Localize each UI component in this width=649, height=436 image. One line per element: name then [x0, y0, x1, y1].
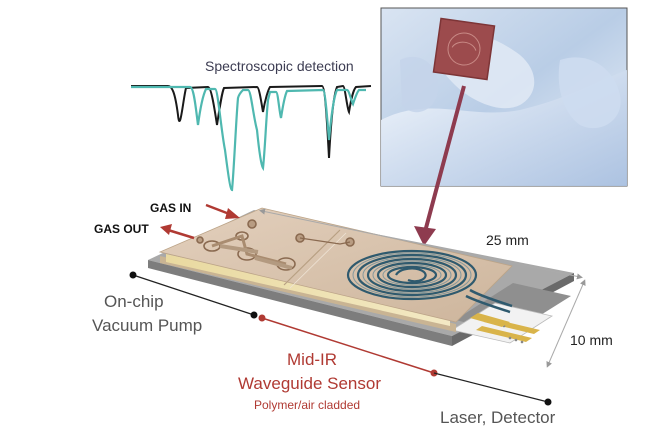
width-label: 10 mm — [570, 332, 613, 348]
chip-photo — [380, 7, 628, 187]
width-dimension-line — [546, 279, 586, 368]
spectrum-trace-model — [131, 85, 366, 192]
spectrum-plot — [131, 84, 372, 192]
length-label: 25 mm — [486, 232, 529, 248]
chip-square — [432, 17, 496, 81]
sensor-label-line2: Waveguide Sensor — [238, 374, 382, 393]
cladding-label: Polymer/air cladded — [254, 398, 361, 412]
laser-detector-label: Laser, Detector — [440, 408, 556, 427]
gas-out-arrow — [167, 228, 195, 240]
spectroscopic-label: Spectroscopic detection — [205, 58, 354, 74]
chip-assembly — [148, 207, 574, 346]
gas-out-label: GAS OUT — [94, 222, 149, 236]
length-dimension-line — [259, 208, 583, 280]
gas-in-label: GAS IN — [150, 201, 192, 215]
pump-label-line1: On-chip — [104, 292, 164, 311]
pump-label-line2: Vacuum Pump — [92, 316, 203, 335]
sensor-label-line1: Mid-IR — [287, 350, 338, 369]
leader-lines — [129, 271, 552, 406]
